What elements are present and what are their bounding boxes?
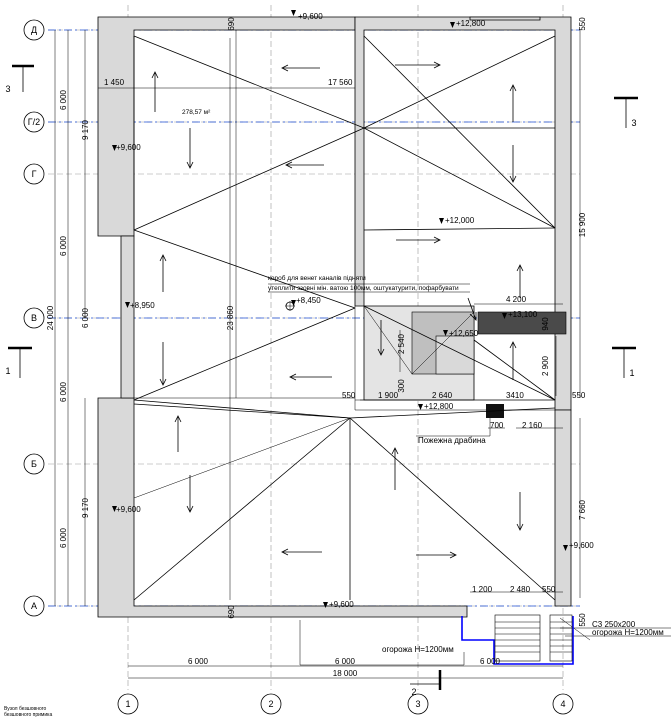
dim-550-d: 550 (578, 613, 587, 627)
dim-left-outer-4: 6 000 (59, 527, 68, 548)
dim-left-outer-3: 6 000 (59, 381, 68, 402)
notes: короб для венет каналів підняти утеплити… (4, 274, 664, 718)
level-8450: +8,450 (296, 296, 321, 305)
axis-label-3: 3 (415, 699, 420, 709)
level-right-9600: +9,600 (569, 541, 594, 550)
dim-left-inner-1: 9 170 (81, 119, 90, 140)
section-marks: 3 3 1 1 2 (5, 64, 638, 697)
dim-2480: 2 480 (510, 585, 531, 594)
axis-bubble-1 (117, 693, 139, 715)
axis-bubble-g2 (23, 111, 45, 133)
dim-bottom-span-2: 6 000 (335, 657, 356, 666)
axis-label-g2: Г/2 (28, 117, 40, 127)
roof-area: 278,57 м² (182, 109, 211, 116)
dim-top-550: 550 (578, 17, 587, 31)
level-markers (112, 10, 568, 608)
dim-550-b: 550 (572, 391, 586, 400)
exterior-stair (461, 614, 574, 665)
slope-arrows (151, 61, 524, 559)
dim-left-mid: 6 000 (81, 307, 90, 328)
dim-300: 300 (397, 379, 406, 393)
note-ladder: Пожежна драбина (418, 436, 486, 445)
dim-inner-vertical: 23 860 (226, 305, 235, 330)
dim-bottom-total: 18 000 (333, 669, 358, 678)
level-12800b: +12,800 (424, 402, 454, 411)
section-mark-left-top: 3 (5, 84, 10, 94)
dim-700: 700 (490, 421, 504, 430)
axis-bubble-g (23, 163, 45, 185)
axis-label-2: 2 (268, 699, 273, 709)
axis-bubble-3 (407, 693, 429, 715)
dim-2540: 2 540 (397, 333, 406, 354)
dim-1900: 1 900 (378, 391, 399, 400)
axis-bubble-4 (552, 693, 574, 715)
dim-690-bottom: 690 (227, 605, 236, 619)
dim-940: 940 (541, 317, 550, 331)
level-text: +9,600 +12,800 +9,600 +12,000 +8,950 +8,… (116, 12, 594, 609)
axis-bubble-2 (260, 693, 282, 715)
dimension-text: 6 000 6 000 6 000 18 000 6 000 6 000 6 0… (46, 17, 587, 678)
dim-3410: 3410 (506, 391, 524, 400)
axis-label-1: 1 (125, 699, 130, 709)
note-vent-1: короб для венет каналів підняти (268, 274, 366, 282)
note-fence-left: огорожа Н=1200мм (382, 645, 454, 654)
axis-bubble-v (23, 307, 45, 329)
section-mark-bottom: 2 (411, 687, 416, 697)
note-corner-1: Вузол безшовного (4, 706, 46, 712)
parapet-walls (97, 16, 572, 618)
level-13100: +13,100 (508, 310, 538, 319)
dim-2900: 2 900 (541, 355, 550, 376)
section-mark-right-top: 3 (631, 118, 636, 128)
level-12000: +12,000 (445, 216, 475, 225)
note-c3: С3 250х200 (592, 620, 636, 629)
dim-bottom-span-3: 6 000 (480, 657, 501, 666)
level-12650: +12,650 (449, 329, 479, 338)
level-bottom-9600: +9,600 (329, 600, 354, 609)
axis-bubble-a (23, 595, 45, 617)
dim-1200: 1 200 (472, 585, 493, 594)
axis-label-b: Б (31, 459, 37, 469)
section-mark-right-mid: 1 (629, 368, 634, 378)
dim-550-c: 550 (542, 585, 556, 594)
dim-left-outer-1: 6 000 (59, 89, 68, 110)
axis-label-4: 4 (560, 699, 565, 709)
dim-left-inner-2: 9 170 (81, 497, 90, 518)
dim-17560: 17 560 (328, 78, 353, 87)
dim-4200: 4 200 (506, 295, 527, 304)
axis-label-g: Г (32, 169, 37, 179)
level-8950: +8,950 (130, 301, 155, 310)
dim-1450: 1 450 (104, 78, 125, 87)
level-top-9600: +9,600 (298, 12, 323, 21)
dim-550-a: 550 (342, 391, 356, 400)
dim-bottom-span-1: 6 000 (188, 657, 209, 666)
note-fence-right: огорожа Н=1200мм (592, 628, 664, 637)
axis-label-d: Д (31, 25, 37, 35)
level-12800: +12,800 (456, 19, 486, 28)
dim-690-top: 690 (227, 17, 236, 31)
level-left-9600-2: +9,600 (116, 505, 141, 514)
dim-left-total: 24 000 (46, 305, 55, 330)
dim-right-15900: 15 900 (578, 212, 587, 237)
dimension-lines (54, 30, 671, 679)
axis-bubbles: Д Г/2 Г В Б А 1 2 3 4 (23, 19, 574, 715)
dim-left-outer-2: 6 000 (59, 235, 68, 256)
dim-right-7660: 7 660 (578, 499, 587, 520)
roof-slope-lines (133, 30, 556, 601)
dim-2640: 2 640 (432, 391, 453, 400)
axis-bubble-b (23, 453, 45, 475)
axis-bubble-d (23, 19, 45, 41)
axis-label-a: А (31, 601, 37, 611)
note-corner-2: безшовного примика (4, 712, 52, 718)
dim-2160: 2 160 (522, 421, 543, 430)
axis-label-v: В (31, 313, 37, 323)
level-left-9600-1: +9,600 (116, 143, 141, 152)
note-vent-2: утеплити ззовні мін. ватою 100мм, оштука… (268, 284, 459, 292)
section-mark-left-mid: 1 (5, 366, 10, 376)
